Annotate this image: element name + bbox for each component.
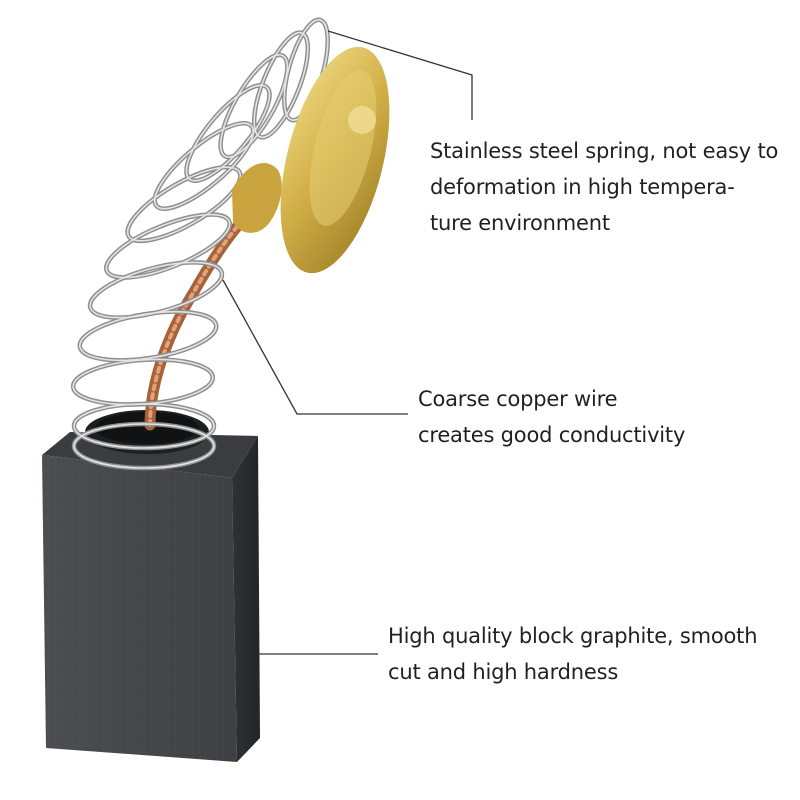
- callout-spring-line-1: Stainless steel spring, not easy to: [430, 139, 779, 163]
- callout-spring-line-3: ture environment: [430, 211, 610, 235]
- callout-graphite-line-2: cut and high hardness: [388, 660, 619, 684]
- callout-wire-text: Coarse copper wire creates good conducti…: [418, 381, 685, 453]
- steel-spring: [70, 17, 330, 471]
- leader-line-spring: [327, 30, 473, 120]
- callout-graphite-text: High quality block graphite, smooth cut …: [388, 618, 758, 690]
- graphite-side-face: [232, 436, 260, 762]
- callout-spring-line-2: deformation in high tempera-: [430, 175, 735, 199]
- callout-spring-text: Stainless steel spring, not easy to defo…: [430, 133, 778, 241]
- callout-graphite-line-1: High quality block graphite, smooth: [388, 624, 758, 648]
- callout-wire-line-1: Coarse copper wire: [418, 387, 618, 411]
- graphite-block: [42, 432, 260, 762]
- brass-terminal-cap: [232, 46, 390, 274]
- leader-line-wire: [222, 279, 408, 415]
- leader-lines: [222, 30, 473, 655]
- callout-wire-line-2: creates good conductivity: [418, 423, 686, 447]
